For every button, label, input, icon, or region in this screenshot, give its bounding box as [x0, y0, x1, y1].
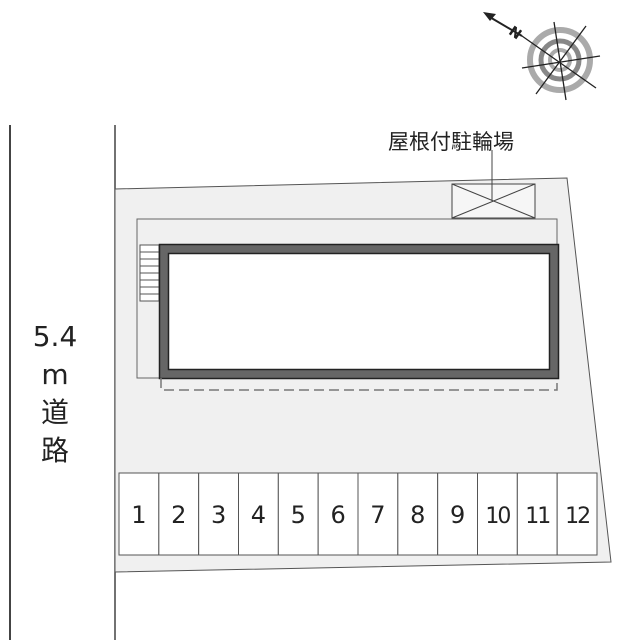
parking-space-number: 4 — [251, 501, 266, 529]
compass-rose-icon: N — [483, 12, 601, 101]
parking-space — [397, 472, 439, 556]
parking-space-number: 3 — [211, 501, 226, 529]
parking-space-number: 10 — [485, 504, 510, 529]
parking-space — [516, 472, 558, 556]
parking-space-number: 11 — [525, 504, 549, 529]
parking-space — [556, 472, 598, 556]
parking-space — [437, 472, 478, 556]
road-label-1: 道 — [40, 396, 69, 429]
parking-space-number: 12 — [565, 504, 589, 529]
road-width: 5.4 — [32, 320, 78, 353]
building-inner-line — [167, 252, 551, 371]
balcony-outline — [160, 378, 558, 391]
road-label-2: 路 — [40, 434, 69, 467]
parking-space — [277, 472, 319, 556]
road-width-label: 5.4 m 道 路 — [30, 318, 80, 470]
parking-space — [198, 472, 240, 556]
north-label: N — [505, 23, 524, 43]
parking-space — [477, 472, 518, 556]
parking-space — [357, 472, 399, 556]
parking-space-number: 1 — [131, 501, 146, 529]
parking-space — [238, 472, 279, 556]
road-width-unit: m — [41, 358, 69, 391]
parking-space-number: 2 — [171, 501, 186, 529]
parking-space-number: 5 — [291, 501, 306, 529]
parking-space-number: 8 — [410, 501, 425, 529]
stairs — [139, 244, 160, 302]
parking-space-number: 9 — [450, 501, 465, 529]
parking-space-number: 6 — [330, 501, 345, 529]
building-outer-line — [158, 243, 560, 380]
building — [159, 244, 559, 379]
bike-shelter-label: 屋根付駐輪場 — [388, 130, 514, 154]
parking-space-number: 7 — [370, 501, 385, 529]
bike-shelter-cross — [451, 183, 536, 219]
